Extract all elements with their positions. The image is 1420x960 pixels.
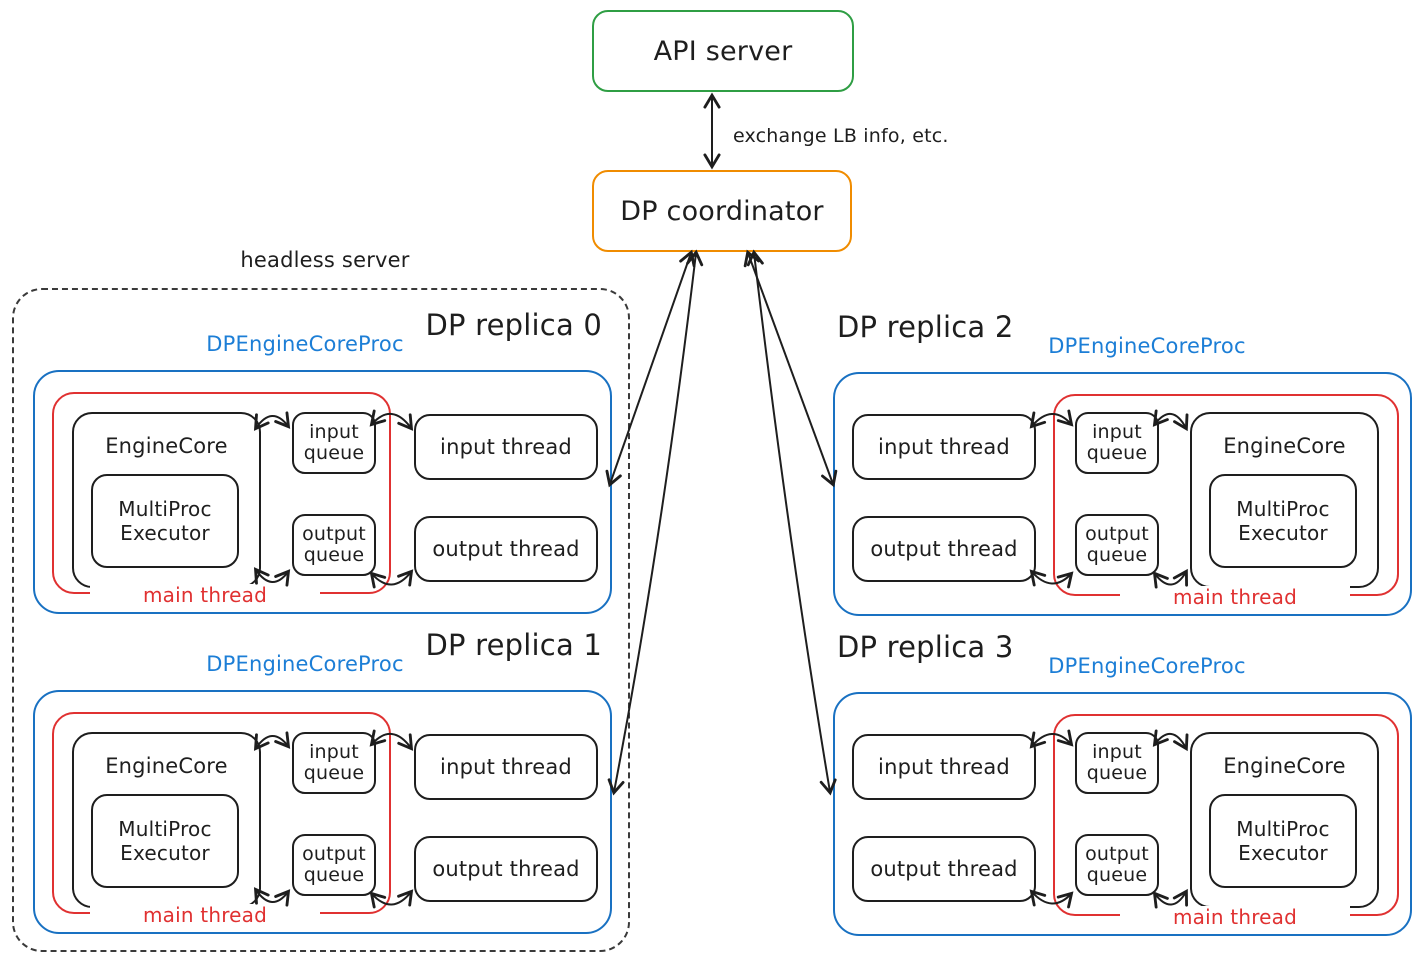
- dp-replica-2-proc-label: DPEngineCoreProc: [1048, 334, 1246, 358]
- enginecore-label: EngineCore: [1223, 754, 1346, 778]
- input-queue-label: input queue: [303, 741, 365, 784]
- dp-coordinator-label: DP coordinator: [620, 195, 824, 227]
- dp-replica-2-title: DP replica 2: [837, 310, 1014, 344]
- dp-replica-2-enginecore-box: EngineCore MultiProc Executor: [1190, 412, 1379, 588]
- dp-replica-0-title: DP replica 0: [425, 308, 602, 342]
- input-queue-box: input queue: [1075, 732, 1159, 794]
- arrow-coordinator-replica-2: [743, 249, 838, 488]
- input-queue-box: input queue: [1075, 412, 1159, 474]
- multiproc-executor-box: MultiProc Executor: [91, 474, 239, 568]
- dp-replica-3-proc-label: DPEngineCoreProc: [1048, 654, 1246, 678]
- output-queue-label: output queue: [1085, 843, 1149, 886]
- headless-server-label: headless server: [240, 248, 410, 272]
- main-thread-label: main thread: [1120, 586, 1350, 608]
- input-queue-label: input queue: [303, 421, 365, 464]
- output-queue-label: output queue: [302, 843, 366, 886]
- enginecore-label: EngineCore: [105, 754, 228, 778]
- api-server-label: API server: [653, 35, 793, 67]
- dp-replica-2-box: DP replica 2 DPEngineCoreProc EngineCore…: [833, 310, 1412, 616]
- output-queue-box: output queue: [292, 514, 376, 576]
- input-queue-box: input queue: [292, 732, 376, 794]
- dp-replica-1-box: DP replica 1 DPEngineCoreProc EngineCore…: [33, 628, 612, 934]
- dp-replica-0-box: DP replica 0 DPEngineCoreProc EngineCore…: [33, 308, 612, 614]
- main-thread-label: main thread: [1120, 906, 1350, 928]
- multiproc-executor-box: MultiProc Executor: [1209, 794, 1357, 888]
- input-thread-box: input thread: [852, 734, 1036, 800]
- output-thread-box: output thread: [852, 836, 1036, 902]
- enginecore-label: EngineCore: [1223, 434, 1346, 458]
- dp-replica-3-enginecore-box: EngineCore MultiProc Executor: [1190, 732, 1379, 908]
- output-thread-box: output thread: [414, 516, 598, 582]
- multiproc-executor-box: MultiProc Executor: [1209, 474, 1357, 568]
- input-queue-label: input queue: [1086, 741, 1148, 784]
- output-queue-box: output queue: [1075, 834, 1159, 896]
- dp-replica-3-title: DP replica 3: [837, 630, 1014, 664]
- input-thread-box: input thread: [414, 734, 598, 800]
- output-queue-label: output queue: [1085, 523, 1149, 566]
- dp-coordinator-box: DP coordinator: [592, 170, 852, 252]
- multiproc-executor-box: MultiProc Executor: [91, 794, 239, 888]
- enginecore-label: EngineCore: [105, 434, 228, 458]
- main-thread-label: main thread: [90, 584, 320, 606]
- output-queue-box: output queue: [292, 834, 376, 896]
- input-thread-box: input thread: [852, 414, 1036, 480]
- dp-replica-0-proc-label: DPEngineCoreProc: [206, 332, 404, 356]
- main-thread-label: main thread: [90, 904, 320, 926]
- dp-replica-1-enginecore-box: EngineCore MultiProc Executor: [72, 732, 261, 908]
- input-queue-box: input queue: [292, 412, 376, 474]
- dp-replica-1-title: DP replica 1: [425, 628, 602, 662]
- output-queue-label: output queue: [302, 523, 366, 566]
- api-server-box: API server: [592, 10, 854, 92]
- dp-replica-3-box: DP replica 3 DPEngineCoreProc EngineCore…: [833, 630, 1412, 936]
- dp-replica-0-enginecore-box: EngineCore MultiProc Executor: [72, 412, 261, 588]
- arrow-coordinator-replica-3: [746, 249, 837, 796]
- output-thread-box: output thread: [414, 836, 598, 902]
- output-queue-box: output queue: [1075, 514, 1159, 576]
- dp-replica-1-proc-label: DPEngineCoreProc: [206, 652, 404, 676]
- exchange-lb-info-label: exchange LB info, etc.: [733, 125, 949, 147]
- output-thread-box: output thread: [852, 516, 1036, 582]
- input-thread-box: input thread: [414, 414, 598, 480]
- input-queue-label: input queue: [1086, 421, 1148, 464]
